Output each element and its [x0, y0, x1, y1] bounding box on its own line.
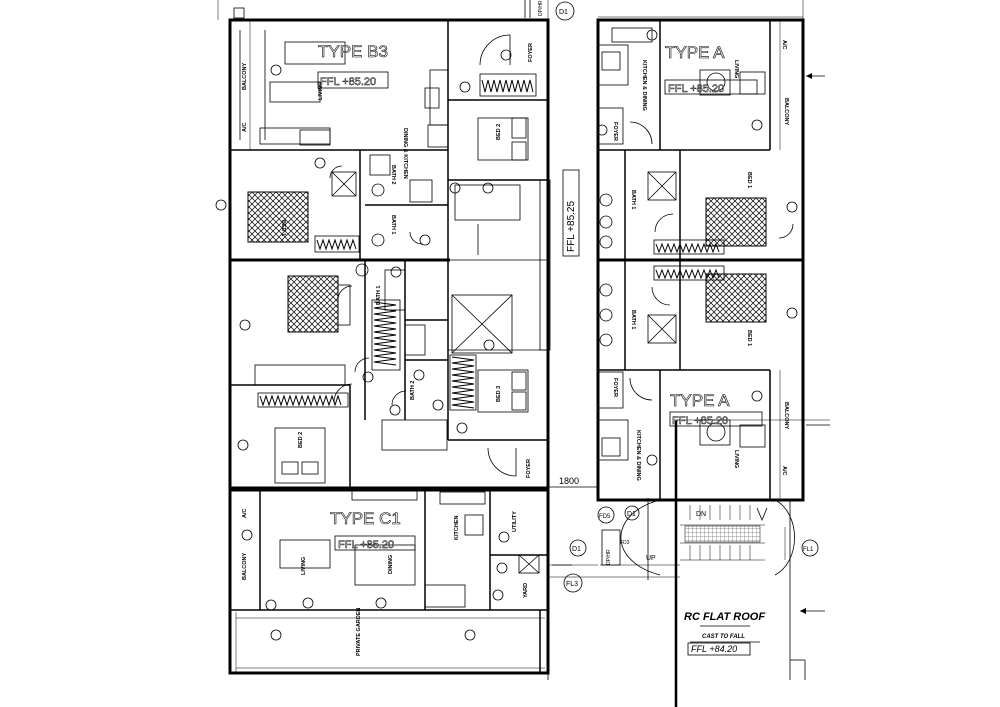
- living-label-a-bottom: LIVING: [733, 450, 739, 468]
- dp-hr-tag-top: DP/HR: [538, 0, 544, 16]
- room-labels-c1: A/C BALCONY LIVING DINING KITCHEN UTILIT…: [242, 509, 529, 657]
- doors-b3: [329, 34, 517, 477]
- wardrobes-b3: [257, 73, 537, 411]
- bath2-label: BATH 2: [390, 165, 396, 184]
- fd3-tag: FD3: [620, 540, 630, 546]
- unit-title-c1: TYPE C1: [330, 509, 401, 528]
- living-label-c1: LIVING: [301, 557, 307, 575]
- bed1-label-a-top: BED 1: [746, 172, 752, 188]
- d1-tag-stair: D1: [627, 511, 636, 518]
- ac-label-a-top: A/C: [781, 40, 787, 50]
- kitchen-label-c1: KITCHEN: [454, 516, 460, 540]
- corridor-dimension: 1800: [559, 476, 579, 486]
- unit-title-b3: TYPE B3: [318, 42, 388, 61]
- unit-level-b3: FFL +85.20: [320, 76, 376, 88]
- bath2-label-lower: BATH 2: [410, 381, 416, 400]
- unit-type-a-bottom-walls: [596, 258, 805, 502]
- roof-area: [547, 529, 806, 680]
- foyer-label-b3-bottom: FOYER: [526, 459, 532, 478]
- roof-level: FFL +84.20: [691, 644, 737, 654]
- living-label-a-top: LIVING: [733, 60, 739, 78]
- unit-title-a-bottom: TYPE A: [670, 391, 730, 410]
- bath1-label-a-top: BATH 1: [630, 190, 636, 209]
- balcony-label: BALCONY: [242, 62, 248, 90]
- unit-level-c1: FFL +85.20: [338, 539, 394, 551]
- bath1-label-lower: BATH 1: [376, 286, 382, 305]
- dining-label-c1: DINING: [388, 555, 394, 574]
- foyer-label-b3-top: FOYER: [528, 43, 534, 62]
- bath-fixtures-b3: [331, 124, 449, 411]
- ac-label-a-bottom: A/C: [781, 466, 787, 476]
- unit-level-a-top: FFL +85.20: [668, 83, 724, 95]
- roof-title: RC FLAT ROOF: [684, 611, 765, 623]
- doors-a-bottom: [629, 286, 798, 466]
- balcony-label-c1: BALCONY: [242, 552, 248, 580]
- stair-core: [598, 498, 803, 580]
- roof-note: CAST TO FALL: [702, 634, 745, 640]
- dp-hr-tag-bottom: DP/HR: [606, 549, 612, 565]
- corridor-level: FFL +85.25: [566, 201, 577, 252]
- doors-a-top: [596, 29, 798, 239]
- d1-tag-top: D1: [559, 9, 568, 16]
- living-label: LIVING: [318, 82, 324, 100]
- foyer-label-a-top: FOYER: [612, 122, 618, 141]
- balcony-label-a-bottom: BALCONY: [783, 402, 789, 430]
- yard-label: YARD: [523, 583, 529, 598]
- room-labels-a-top: KITCHEN & DINING LIVING A/C BALCONY FOYE…: [612, 40, 789, 209]
- utility-label: UTILITY: [512, 511, 518, 532]
- unit-type-b3-walls: [228, 18, 550, 492]
- dining-kitchen-label: DINING & KITCHEN: [402, 128, 408, 179]
- bed2-label-b3: BED 2: [496, 124, 502, 140]
- door-tags-c1: [241, 529, 510, 641]
- kitchen-dining-label-bottom: KITCHEN & DINING: [635, 430, 641, 481]
- bed2-label-lower: BED 2: [298, 432, 304, 448]
- private-garden-label: PRIVATE GARDEN: [356, 608, 362, 656]
- kitchen-dining-label-top: KITCHEN & DINING: [641, 60, 647, 111]
- foyer-label-a-bottom: FOYER: [612, 378, 618, 397]
- ac-label-c1: A/C: [242, 509, 248, 519]
- fl3-tag: FL3: [566, 581, 578, 588]
- fd5-tag: FD5: [599, 514, 611, 520]
- shafts: [451, 184, 521, 354]
- unit-title-a-top: TYPE A: [665, 43, 725, 62]
- bed1-label-a-bottom: BED 1: [746, 330, 752, 346]
- unit-level-a-bottom: FFL +85.20: [672, 415, 728, 427]
- d1-tag-lobby: D1: [572, 546, 581, 553]
- section-arrows: [800, 73, 830, 614]
- ac-label: A/C: [242, 123, 248, 133]
- stair-dn-label: DN: [696, 511, 706, 518]
- room-labels-a-bottom: BATH 1 BED 1 FOYER KITCHEN & DINING LIVI…: [612, 310, 789, 481]
- fl1-tag: FL1: [803, 547, 814, 553]
- balcony-label-a-top: BALCONY: [783, 98, 789, 126]
- bath1-label-a-bottom: BATH 1: [630, 310, 636, 329]
- door-tags-b3: [215, 49, 512, 451]
- tag-markers: [555, 1, 819, 593]
- bath1-label: BATH 1: [390, 215, 396, 234]
- beds-b3: [247, 117, 529, 484]
- bed3-label: BED 3: [496, 386, 502, 402]
- stair-up-label: UP: [646, 555, 656, 562]
